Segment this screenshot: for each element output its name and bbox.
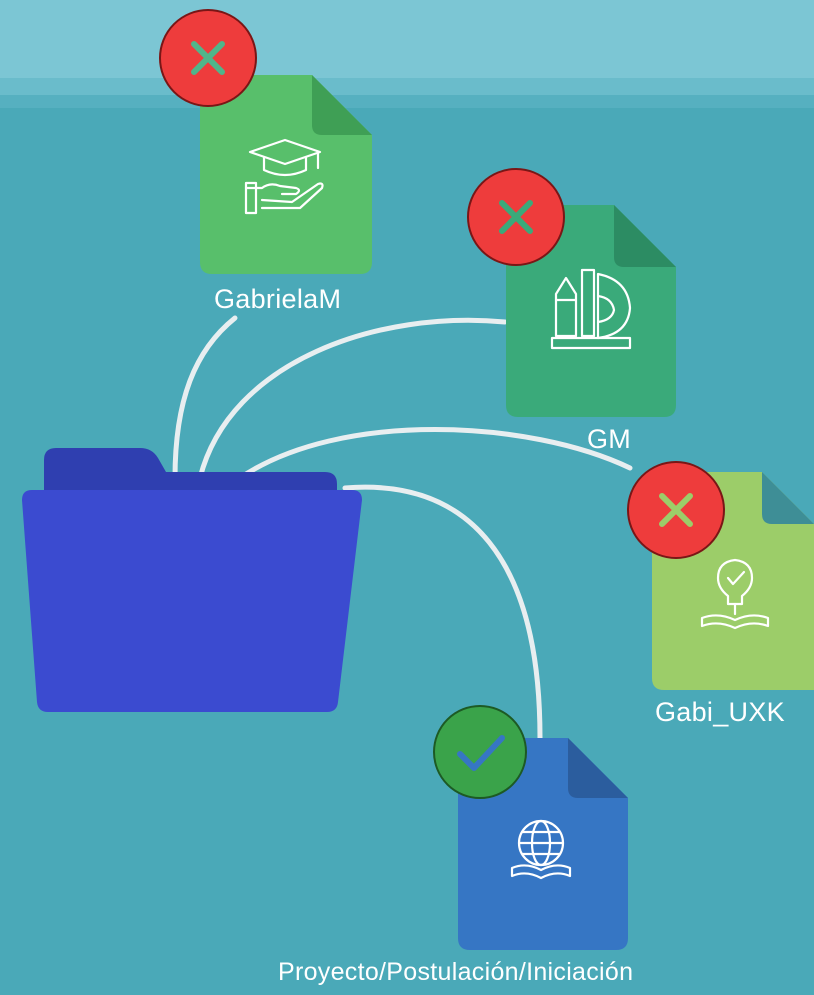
x-mark-icon — [499, 200, 533, 234]
document-label-proyecto: Proyecto/Postulación/Iniciación — [278, 958, 634, 986]
graduation-cap-hand-icon — [244, 138, 324, 215]
document-label-gm: GM — [587, 424, 632, 454]
lightbulb-book-icon — [700, 558, 770, 630]
document-gm — [506, 205, 676, 417]
document-label-gabrielam: GabrielaM — [214, 284, 342, 314]
connector-gm — [197, 317, 508, 481]
connector-gabi-uxk — [237, 427, 633, 481]
reject-badge-gabrielam — [159, 9, 257, 107]
connectors — [172, 315, 633, 741]
sky-band-fade — [0, 78, 814, 108]
document-label-gabi-uxk: Gabi_UXK — [655, 697, 785, 727]
accept-badge-proyecto — [433, 705, 527, 799]
x-mark-icon — [191, 41, 225, 75]
x-mark-icon — [659, 493, 693, 527]
reject-badge-gm — [467, 168, 565, 266]
connector-proyecto — [342, 484, 543, 741]
globe-book-icon — [510, 819, 572, 880]
pencil-ruler-protractor-icon — [550, 268, 632, 350]
folder-icon — [22, 448, 362, 712]
check-mark-icon — [457, 735, 505, 771]
reject-badge-gabi-uxk — [627, 461, 725, 559]
connector-gabrielam — [172, 315, 238, 481]
